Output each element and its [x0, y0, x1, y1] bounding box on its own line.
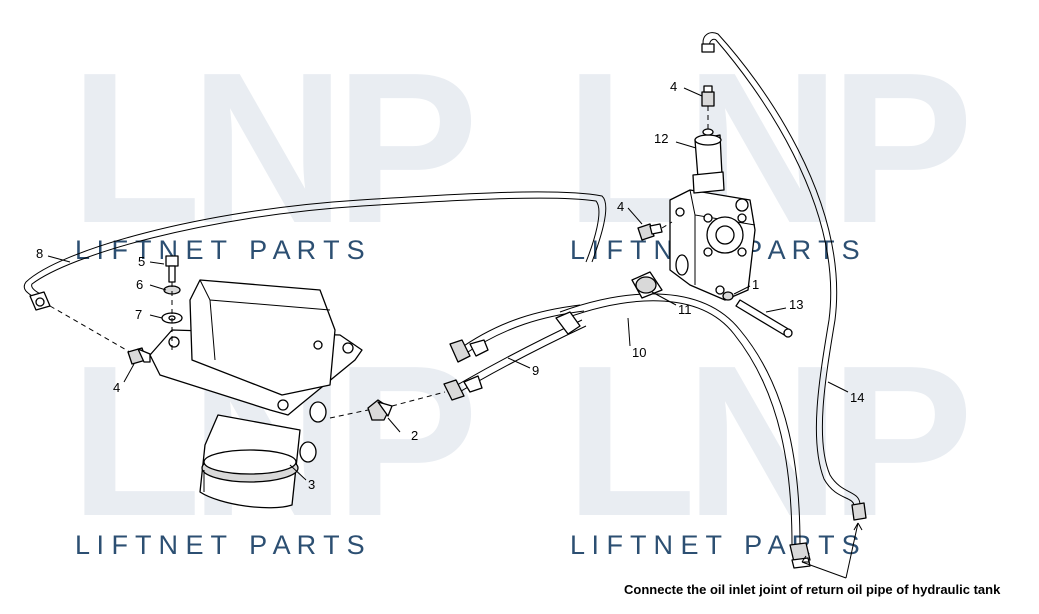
assembly-line-4-mid — [661, 221, 673, 229]
svg-text:L I F T N E T P A R T S: L I F T N E T P A R T S — [75, 530, 365, 560]
housing-3 — [149, 279, 363, 509]
bolt-5 — [165, 255, 179, 283]
callout-4-top: 4 — [670, 79, 677, 94]
svg-text:N: N — [685, 320, 840, 561]
svg-text:P: P — [830, 320, 973, 561]
svg-text:L I F T N E T P A R T S: L I F T N E T P A R T S — [75, 235, 365, 265]
svg-text:P: P — [335, 27, 478, 268]
callout-12: 12 — [654, 131, 668, 146]
hose-14 — [701, 32, 867, 521]
valve-block — [669, 189, 756, 301]
hose-10 — [555, 293, 811, 569]
callout-6: 6 — [136, 277, 143, 292]
svg-text:L: L — [70, 27, 201, 268]
valve-cartridge-12 — [692, 128, 725, 194]
callout-11: 11 — [678, 302, 692, 317]
fitting-2 — [367, 399, 393, 421]
fitting-4-top — [701, 85, 715, 107]
callout-3: 3 — [308, 477, 315, 492]
svg-text:L: L — [565, 320, 696, 561]
callout-labels: 1 2 3 4 4 4 5 6 7 8 9 10 11 12 13 14 — [36, 79, 864, 492]
callout-2: 2 — [411, 428, 418, 443]
hose-9 — [443, 304, 587, 401]
plug-1 — [722, 291, 734, 301]
assembly-line-8-4 — [49, 305, 136, 356]
svg-text:L I F T N E T P A R T S: L I F T N E T P A R T S — [570, 530, 860, 560]
callout-4-left: 4 — [113, 380, 120, 395]
svg-text:P: P — [830, 27, 973, 268]
callout-13: 13 — [789, 297, 803, 312]
callout-4-mid: 4 — [617, 199, 624, 214]
leader-lines — [47, 87, 863, 579]
svg-text:N: N — [190, 27, 345, 268]
callout-9: 9 — [532, 363, 539, 378]
callout-14: 14 — [850, 390, 864, 405]
fitting-4-left — [127, 347, 151, 365]
caption: Connecte the oil inlet joint of return o… — [624, 582, 1001, 597]
rod-13 — [735, 299, 793, 338]
assembly-line-2-9 — [391, 391, 446, 407]
assembly-line-2 — [329, 409, 369, 419]
fitting-4-mid — [637, 223, 663, 241]
svg-text:P: P — [335, 320, 478, 561]
callout-5: 5 — [138, 254, 145, 269]
fitting-11 — [631, 271, 663, 299]
callout-8: 8 — [36, 246, 43, 261]
callout-7: 7 — [135, 307, 142, 322]
callout-1: 1 — [752, 277, 759, 292]
callout-10: 10 — [632, 345, 646, 360]
